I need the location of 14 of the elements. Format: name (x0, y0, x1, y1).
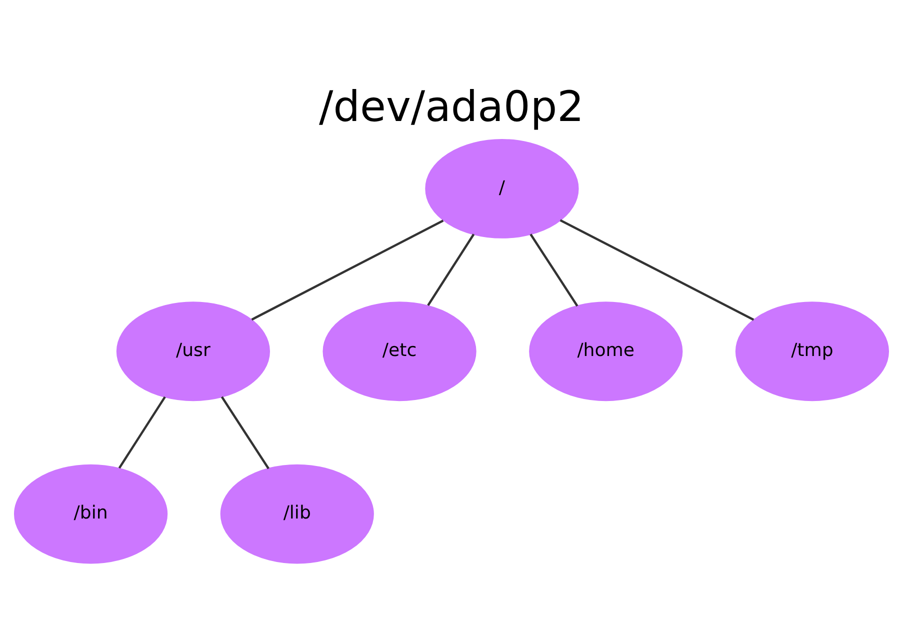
connector (427, 233, 475, 306)
connector (530, 233, 578, 306)
connector (220, 396, 270, 469)
node-ellipse: / (425, 138, 579, 238)
node-ellipse: /lib (220, 464, 374, 564)
node-ellipse: /bin (14, 464, 168, 564)
node-ellipse: /home (529, 301, 683, 401)
node-ellipse: /usr (116, 301, 270, 401)
node-ellipse: /tmp (735, 301, 890, 401)
node-ellipse: /etc (322, 301, 476, 401)
connector (118, 396, 166, 468)
diagram-title: /dev/ada0p2 (319, 81, 584, 130)
connector (251, 219, 444, 320)
connector (560, 218, 754, 320)
